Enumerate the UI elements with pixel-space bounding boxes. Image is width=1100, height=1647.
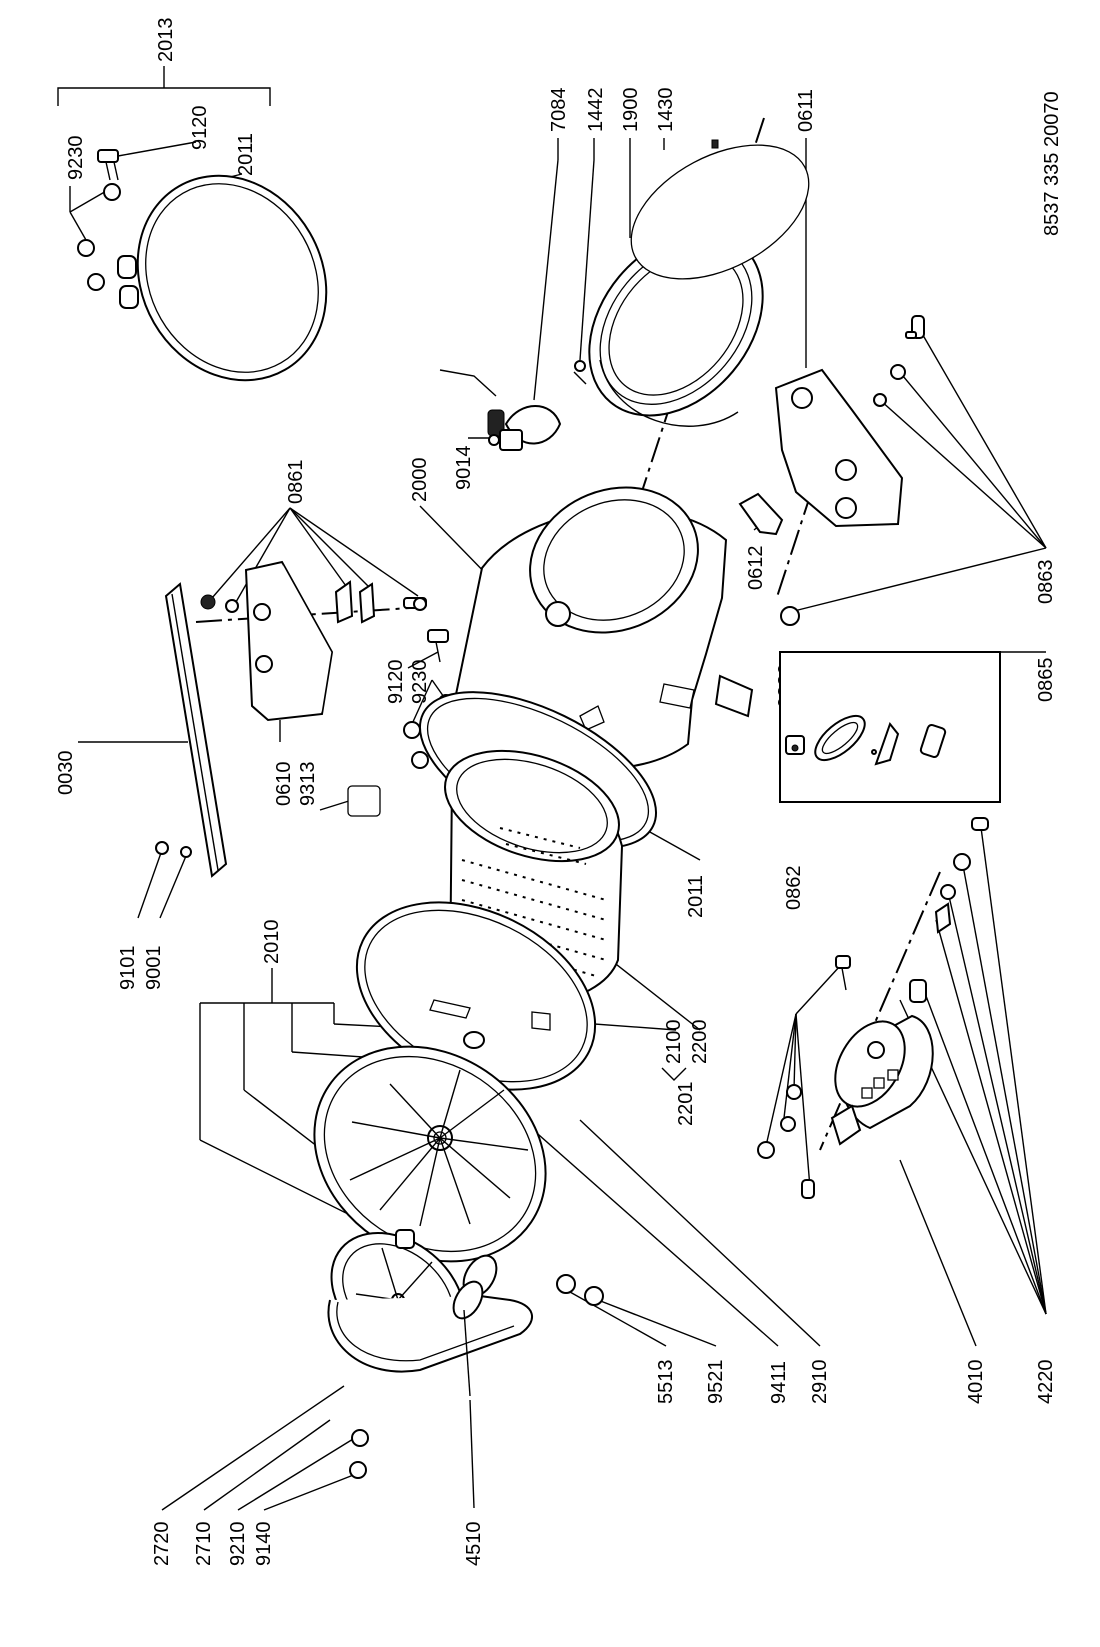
label-2010: 2010: [261, 920, 283, 965]
label-4510: 4510: [463, 1522, 485, 1567]
part-rail: [155, 582, 228, 878]
part-hardware-4220: [909, 817, 989, 1003]
label-0610: 0610: [273, 762, 295, 807]
part-tensioner: [452, 1254, 498, 1397]
part-bolts-0863: [780, 315, 925, 626]
label-2100: 2100: [663, 1020, 685, 1065]
part-bracket-0612: [738, 492, 784, 536]
label-2011-mid: 2011: [685, 875, 707, 918]
label-9014: 9014: [453, 446, 475, 491]
label-7084: 7084: [548, 88, 570, 133]
label-2011-top: 2011: [235, 133, 257, 176]
label-9521: 9521: [705, 1360, 727, 1405]
label-2720: 2720: [151, 1522, 173, 1567]
part-counterweight-top: [774, 368, 904, 528]
part-heater: [439, 369, 562, 451]
label-1900: 1900: [620, 88, 642, 133]
part-spring: [347, 785, 381, 817]
part-bolt-set: [200, 580, 427, 624]
part-gasket-wire: [630, 139, 810, 280]
label-2013: 2013: [155, 18, 177, 63]
label-9411: 9411: [768, 1361, 790, 1404]
label-9210: 9210: [227, 1522, 249, 1567]
part-nuts-5513-9521: [556, 1274, 604, 1306]
part-bolts-0862: [757, 955, 851, 1199]
part-screw-9210: [349, 1429, 369, 1479]
part-door-gasket: [588, 231, 764, 427]
label-9120-top: 9120: [189, 106, 211, 151]
label-0861: 0861: [285, 460, 307, 505]
label-0611: 0611: [795, 89, 817, 132]
part-9014: [488, 434, 500, 446]
label-4220: 4220: [1035, 1360, 1057, 1405]
part-motor: [830, 1014, 934, 1146]
label-0862: 0862: [783, 866, 805, 911]
document-code: 8537 335 20070: [1041, 91, 1063, 236]
label-9140: 9140: [253, 1522, 275, 1567]
label-0865: 0865: [1035, 658, 1057, 703]
part-clip-1442: [573, 360, 587, 385]
label-9230-top: 9230: [65, 136, 87, 181]
part-belt: [327, 1295, 533, 1373]
part-counterweight-front: [244, 560, 334, 722]
label-9001: 9001: [143, 946, 165, 991]
label-0612: 0612: [745, 546, 767, 591]
label-9120-mid: 9120: [385, 660, 407, 705]
label-0030: 0030: [55, 751, 77, 796]
label-2201: 2201: [675, 1082, 697, 1127]
label-2200: 2200: [689, 1020, 711, 1065]
part-rear-cover: [313, 1045, 547, 1263]
label-4010: 4010: [965, 1360, 987, 1405]
label-1442: 1442: [585, 88, 607, 133]
label-1430: 1430: [655, 88, 677, 133]
label-2710: 2710: [193, 1522, 215, 1567]
label-5513: 5513: [655, 1360, 677, 1405]
label-0863: 0863: [1035, 560, 1057, 605]
label-2000: 2000: [409, 458, 431, 503]
part-kit-0865: [779, 651, 1001, 803]
label-2910: 2910: [809, 1360, 831, 1405]
label-9101: 9101: [117, 946, 139, 991]
part-clamp-ring-top: [77, 149, 328, 382]
part-drum-back-plate: [355, 901, 597, 1091]
label-9313: 9313: [297, 762, 319, 807]
